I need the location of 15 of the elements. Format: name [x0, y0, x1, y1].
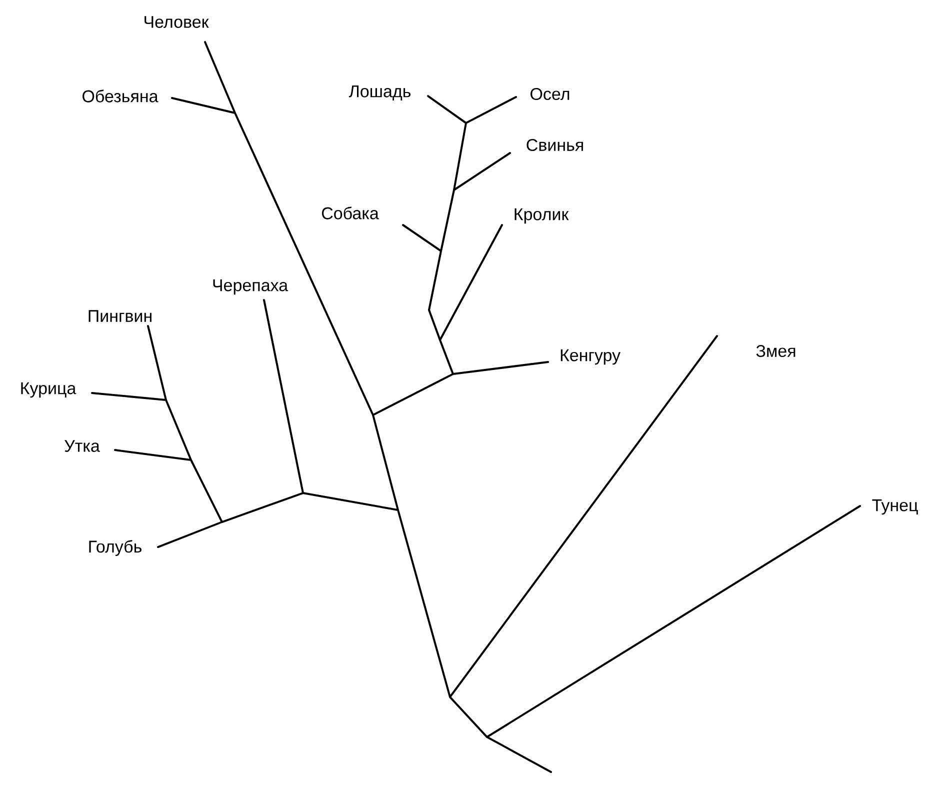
species-label: Голубь — [89, 540, 142, 556]
species-label: Человек — [144, 16, 209, 28]
species-label: Утка — [64, 440, 100, 452]
species-label: Собака — [322, 206, 379, 220]
species-label: Осел — [530, 88, 570, 100]
species-label: Пингвин — [88, 310, 152, 322]
species-label: Кролик — [514, 208, 569, 224]
species-label: Лошадь — [348, 85, 411, 101]
species-label: Змея — [756, 345, 796, 358]
species-label: Кенгуру — [560, 349, 620, 365]
species-label: Курица — [21, 382, 76, 398]
species-label: Черепаха — [213, 279, 288, 295]
species-label: Обезьяна — [82, 90, 158, 102]
species-label: Тунец — [872, 499, 918, 515]
species-label: Свинья — [526, 138, 583, 152]
